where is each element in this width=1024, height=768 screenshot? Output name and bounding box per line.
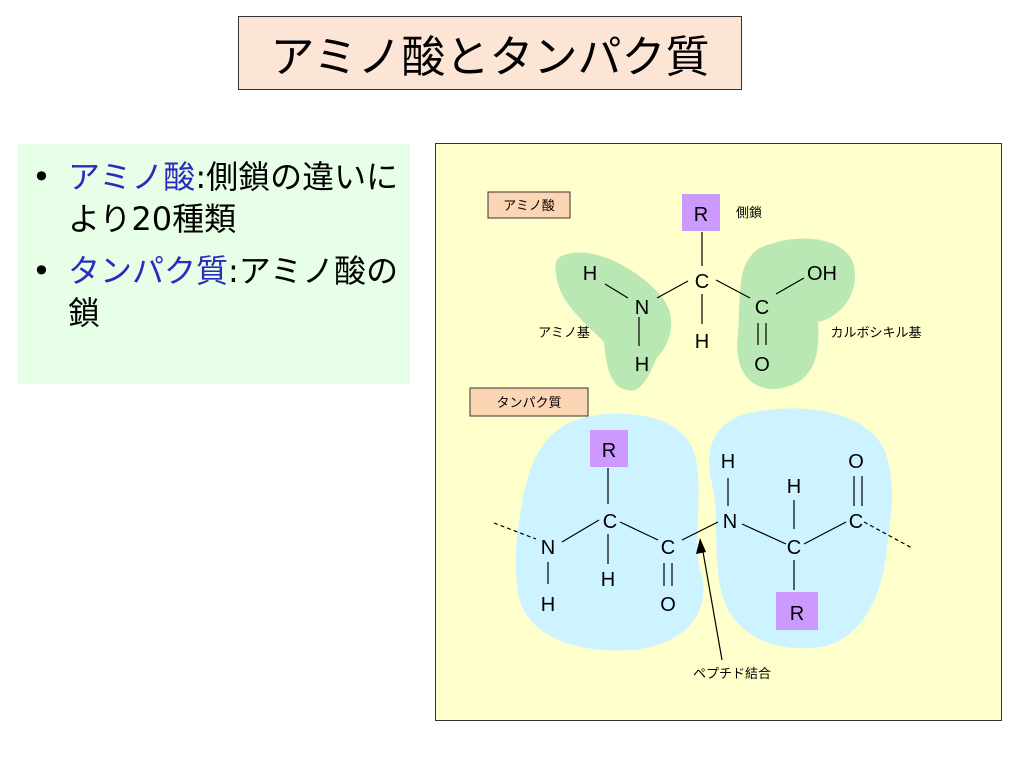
atom-h: H (721, 451, 735, 473)
bullet-list: • アミノ酸:側鎖の違いにより20種類 • タンパク質:アミノ酸の鎖 (18, 144, 410, 384)
protein-bonds (493, 468, 913, 590)
atom-h: H (601, 569, 615, 591)
amino-group-label: アミノ基 (538, 326, 590, 341)
atom-n: N (635, 297, 649, 319)
atom-c: C (849, 511, 863, 533)
bullet-text: タンパク質:アミノ酸の鎖 (68, 250, 400, 334)
protein-label-box (469, 387, 589, 417)
amino-group-blob (555, 252, 672, 391)
atom-c: C (755, 297, 769, 319)
amino-label-box (487, 191, 571, 219)
side-chain-label: 側鎖 (736, 205, 762, 221)
atom-h: H (583, 263, 597, 285)
atom-c: C (603, 511, 617, 533)
structure-diagram: アミノ酸 タンパク質 R 側鎖 H N H C H C OH O アミノ基 カル… (435, 143, 1002, 721)
bullet-term: アミノ酸 (68, 158, 196, 196)
atom-r: R (694, 204, 708, 226)
atom-o: O (848, 451, 864, 473)
atom-h: H (787, 476, 801, 498)
atom-n: N (723, 511, 737, 533)
amino-acid-bonds (604, 232, 805, 346)
bullet-amino-acid: • アミノ酸:側鎖の違いにより20種類 (32, 156, 400, 240)
amino-label: アミノ酸 (503, 199, 555, 214)
protein-label: タンパク質 (496, 396, 561, 411)
residue-blob-left (515, 413, 704, 651)
peptide-bond-arrowhead (696, 538, 706, 554)
atom-n: N (541, 537, 555, 559)
bullet-marker: • (32, 252, 51, 290)
bullet-description: アミノ酸の鎖 (68, 252, 399, 332)
atom-h: H (695, 331, 709, 353)
r-box-protein-1 (590, 430, 628, 467)
carboxyl-group-blob (737, 238, 856, 390)
atom-h: H (541, 594, 555, 616)
slide-title: アミノ酸とタンパク質 (238, 16, 742, 90)
atom-h: H (635, 354, 649, 376)
atom-oh: OH (807, 263, 837, 285)
bullet-description: 側鎖の違いにより20種類 (68, 158, 399, 238)
atom-r: R (790, 603, 804, 625)
bullet-text: アミノ酸:側鎖の違いにより20種類 (68, 156, 400, 240)
atom-o: O (660, 594, 676, 616)
atom-c: C (661, 537, 675, 559)
r-box-protein-2 (776, 592, 818, 630)
bullet-separator: : (195, 158, 207, 196)
bullet-marker: • (32, 158, 51, 196)
carboxyl-group-label: カルボシキル基 (830, 326, 921, 341)
atom-c: C (787, 537, 801, 559)
bullet-separator: : (228, 252, 239, 290)
atom-r: R (602, 440, 616, 462)
peptide-bond-label: ペプチド結合 (693, 667, 771, 682)
residue-blob-right (709, 408, 892, 649)
structure-svg: アミノ酸 タンパク質 R 側鎖 H N H C H C OH O アミノ基 カル… (469, 191, 922, 682)
bullet-term: タンパク質 (68, 252, 229, 290)
atom-o: O (754, 354, 770, 376)
bullet-protein: • タンパク質:アミノ酸の鎖 (32, 250, 400, 334)
r-box-amino (682, 194, 720, 231)
atom-c: C (695, 271, 709, 293)
peptide-bond-arrow (701, 545, 723, 661)
